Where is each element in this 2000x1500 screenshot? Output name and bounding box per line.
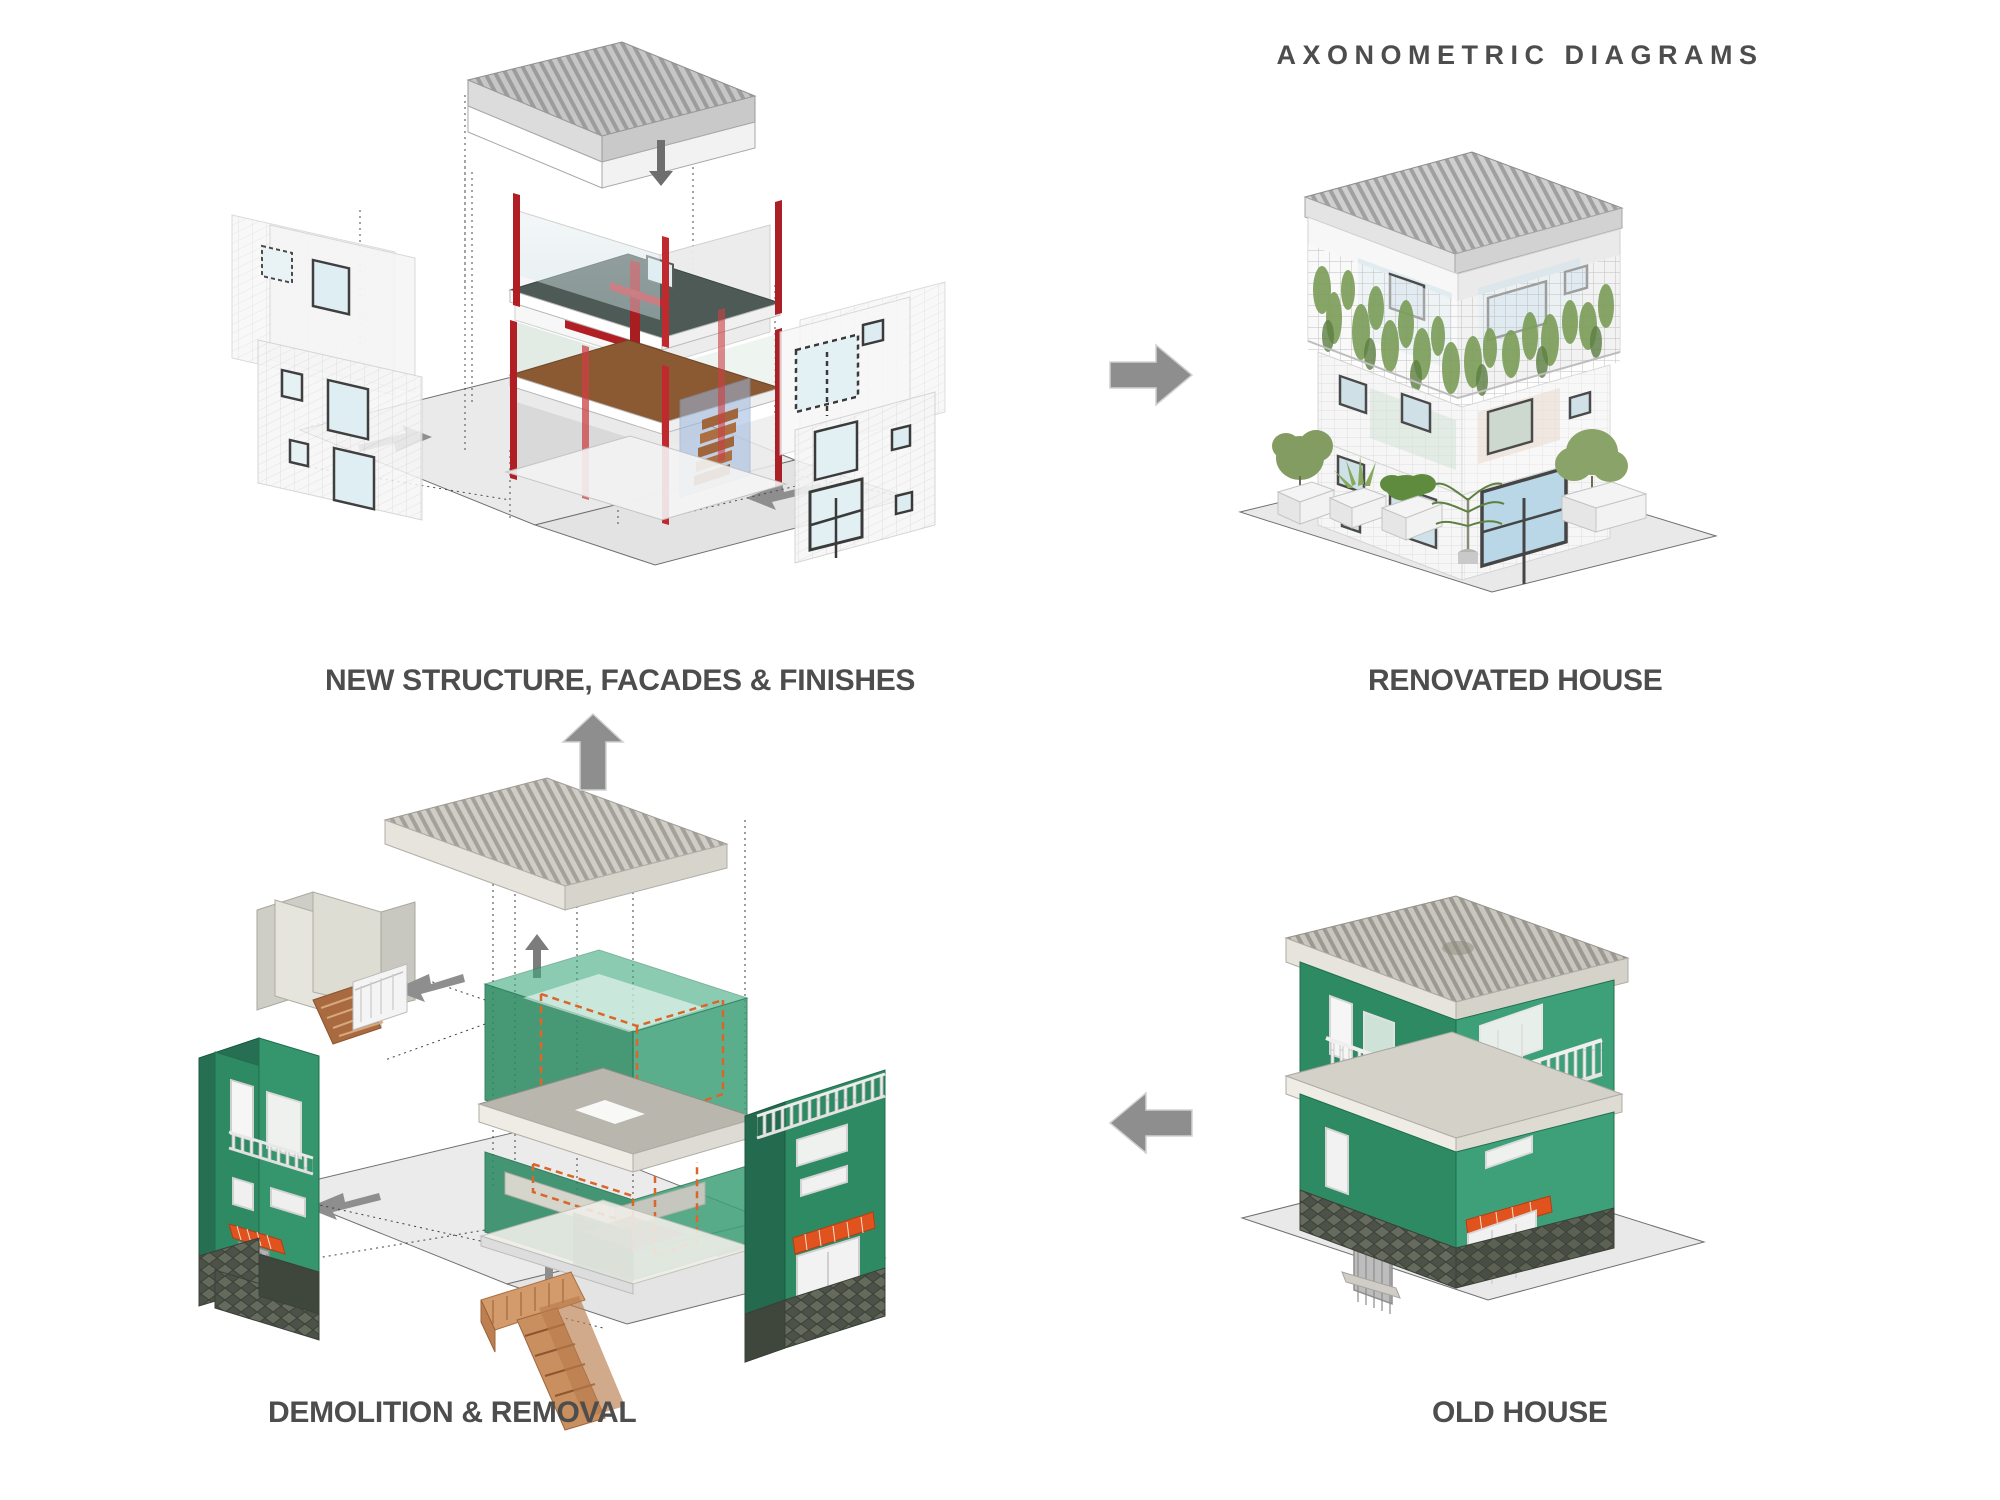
white-tiled-facade-panel-left-lower <box>257 339 423 521</box>
flow-arrow-old-house-to-demolition <box>1108 1090 1194 1156</box>
glazed-shopfront <box>1480 465 1568 584</box>
white-tiled-facade-panel-left-upper <box>231 214 416 396</box>
caption-demolition: DEMOLITION & REMOVAL <box>268 1396 637 1429</box>
arrow-up-icon <box>561 712 625 791</box>
green-structure-volume <box>477 949 759 1295</box>
demolition-axonometric <box>198 777 887 1431</box>
arrow-right-icon <box>1109 343 1194 407</box>
orange-awning-right <box>792 1211 876 1255</box>
green-trellis-planting <box>1313 266 1614 396</box>
caption-old-house: OLD HOUSE <box>1432 1396 1608 1429</box>
existing-concrete-roof-slab <box>383 777 729 911</box>
concrete-balcony-slab <box>1284 1031 1624 1157</box>
corrugated-roof-slab <box>466 41 757 189</box>
stone-rubble-base <box>1299 1189 1615 1299</box>
caption-renovated-house: RENOVATED HOUSE <box>1368 664 1663 697</box>
old-house-axonometric <box>1240 895 1706 1314</box>
panel-new-structure <box>210 20 950 640</box>
balcony-railing-left <box>228 1130 314 1176</box>
green-facade-panel-right <box>744 1069 886 1363</box>
balcony-railing-right <box>756 1072 886 1140</box>
lower-level-volume <box>504 308 788 525</box>
flow-arrow-demolition-to-new-structure <box>560 712 626 792</box>
green-facade-panel-left <box>198 1037 320 1341</box>
palm-plant <box>1431 482 1505 564</box>
panel-demolition <box>185 760 945 1431</box>
corrugated-roof <box>1303 151 1624 275</box>
removed-wooden-staircase-upper <box>312 963 408 1045</box>
renovated-house-axonometric <box>1238 151 1718 593</box>
top-floor-terrace <box>1307 216 1621 408</box>
white-tiled-facade-panel-right-lower <box>794 391 936 564</box>
removal-arrow-up-roof <box>525 934 549 978</box>
removed-wooden-staircase-lower <box>480 1271 625 1431</box>
street-planters <box>1272 429 1648 564</box>
page-title: AXONOMETRIC DIAGRAMS <box>1276 40 1764 70</box>
assembly-arrow-down-roof <box>649 140 673 186</box>
caption-new-structure: NEW STRUCTURE, FACADES & FINISHES <box>325 664 916 697</box>
panel-renovated-house <box>1230 140 1750 640</box>
new-structure-axonometric <box>231 41 946 566</box>
removal-arrow-left-stair <box>393 974 465 1002</box>
flow-arrow-new-structure-to-renovated <box>1108 342 1194 408</box>
removal-arrow-left-ground <box>307 1193 381 1220</box>
panel-old-house <box>1230 890 1750 1350</box>
arrow-left-icon <box>1108 1091 1193 1155</box>
